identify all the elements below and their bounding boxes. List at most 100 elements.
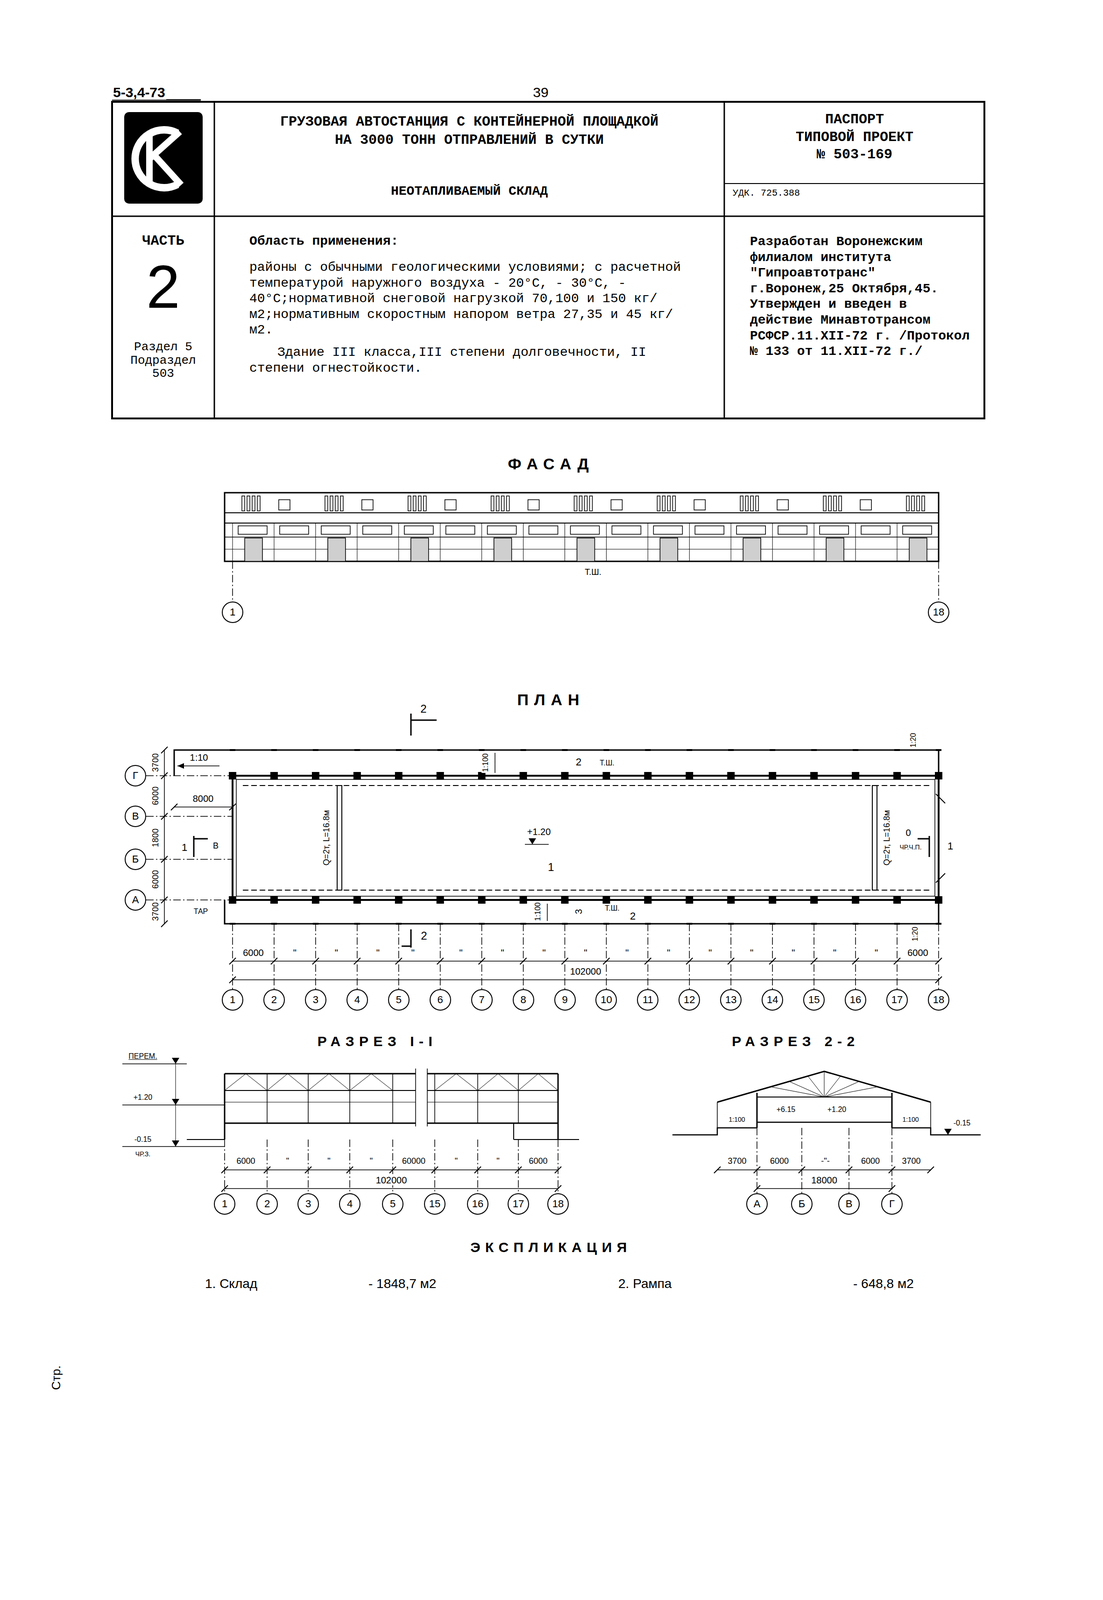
axis-bubble: Г	[881, 1193, 903, 1215]
view-title: РАЗРЕЗ I-I	[316, 1033, 439, 1049]
drawing-line	[315, 923, 317, 990]
drawing-line	[686, 749, 693, 751]
drawing-line	[811, 749, 817, 751]
drawing-rect	[410, 537, 429, 562]
drawing-line	[562, 749, 568, 751]
drawing-line	[456, 1073, 478, 1091]
column-symbol	[934, 771, 943, 780]
drawing-line	[224, 1102, 416, 1103]
drawing-line	[730, 523, 732, 562]
drawing-line	[824, 1071, 825, 1097]
drawing-line	[161, 813, 168, 820]
axis-bubble: 7	[471, 989, 493, 1011]
drawing-line	[232, 960, 939, 962]
axis-bubble: 10	[595, 989, 617, 1011]
drawing-line	[398, 523, 399, 562]
column-symbol	[519, 771, 528, 780]
drawing-line	[427, 1102, 559, 1103]
drawing-label: -0.15	[133, 1135, 153, 1144]
drawing-rect	[408, 495, 411, 511]
drawing-label: Q=2т, L=16.8м	[322, 809, 332, 867]
axis-bubble: 15	[424, 1193, 446, 1215]
drawing-rect	[445, 499, 457, 510]
drawing-label: "	[665, 947, 672, 958]
drawing-line	[517, 1139, 519, 1194]
drawing-line	[756, 1121, 892, 1124]
title-block-text: Здание III класса,III степени долговечно…	[249, 344, 697, 376]
title-block-cell: Область применения:районы с обычными гео…	[214, 216, 725, 419]
column-symbol	[478, 771, 486, 780]
drawing-rect	[861, 525, 891, 535]
drawing-line	[606, 923, 608, 990]
column-symbol	[602, 771, 610, 780]
column-symbol	[685, 896, 693, 904]
drawing-line	[935, 976, 942, 983]
axis-mark: 18	[933, 607, 945, 618]
drawing-rect	[252, 495, 255, 511]
drawing-label: 2	[419, 929, 428, 942]
drawing-label: "	[495, 1156, 501, 1167]
drawing-rect	[404, 525, 434, 535]
drawing-label: +1.20	[526, 826, 552, 837]
drawing-rect	[241, 495, 245, 511]
drawing-label: Т.Ш.	[583, 567, 603, 578]
axis-mark: 2	[264, 1198, 270, 1210]
drawing-line	[481, 923, 483, 990]
drawing-line	[242, 889, 930, 891]
drawing-line	[224, 1073, 416, 1075]
drawing-label: "	[458, 947, 464, 958]
drawing-label: "	[285, 1156, 290, 1167]
drawing-label: +1.20	[132, 1093, 154, 1102]
drawing-line	[271, 749, 277, 751]
drawing-rect	[693, 499, 706, 510]
drawing-label: "	[292, 947, 298, 958]
axis-bubble: 18	[547, 1193, 569, 1215]
drawing-label: "	[707, 947, 713, 958]
drawing-line	[246, 1073, 268, 1091]
drawing-label: 102000	[569, 966, 603, 977]
drawing-line	[801, 1127, 803, 1194]
axis-mark: 12	[683, 994, 695, 1005]
drawing-line	[349, 1073, 351, 1124]
drawing-line	[789, 1081, 825, 1097]
drawing-label: 2. Рампа	[617, 1276, 673, 1292]
axis-bubble: А	[124, 889, 147, 911]
drawing-line	[894, 749, 900, 751]
title-block-text: Область применения:	[249, 233, 697, 249]
drawing-rect	[662, 495, 665, 511]
drawing-line	[308, 1073, 330, 1091]
drawing-label: 60000	[401, 1156, 427, 1167]
drawing-line	[728, 749, 734, 751]
drawing-line	[174, 806, 233, 808]
drawing-line	[224, 512, 939, 514]
frame-line	[724, 183, 985, 184]
drawing-line	[287, 1073, 309, 1091]
drawing-rect	[921, 495, 925, 511]
drawing-rect	[494, 537, 512, 562]
drawing-label: 6000	[527, 1156, 549, 1167]
drawing-line	[824, 1086, 878, 1097]
drawing-line	[852, 749, 859, 751]
axis-mark: 1	[221, 1198, 228, 1210]
drawing-label: "	[582, 947, 588, 958]
drawing-label: 6000	[769, 1156, 790, 1167]
drawing-line	[520, 749, 527, 751]
drawing-rect	[327, 537, 346, 562]
drawing-rect	[501, 495, 505, 511]
axis-mark: 9	[561, 994, 568, 1005]
drawing-label: 8000	[191, 793, 215, 804]
axis-bubble: Б	[791, 1193, 813, 1215]
drawing-rect	[916, 495, 920, 511]
drawing-line	[439, 523, 441, 562]
drawing-line	[266, 1139, 268, 1194]
drawing-line	[439, 923, 441, 990]
drawing-line	[224, 1122, 416, 1125]
drawing-line	[855, 923, 856, 990]
column-symbol	[810, 771, 818, 780]
drawing-rect	[828, 495, 832, 511]
drawing-line	[232, 979, 939, 981]
drawing-line	[224, 1139, 226, 1194]
drawing-line	[557, 1139, 559, 1194]
frame-border	[112, 101, 985, 419]
axis-bubble: 4	[346, 989, 368, 1011]
